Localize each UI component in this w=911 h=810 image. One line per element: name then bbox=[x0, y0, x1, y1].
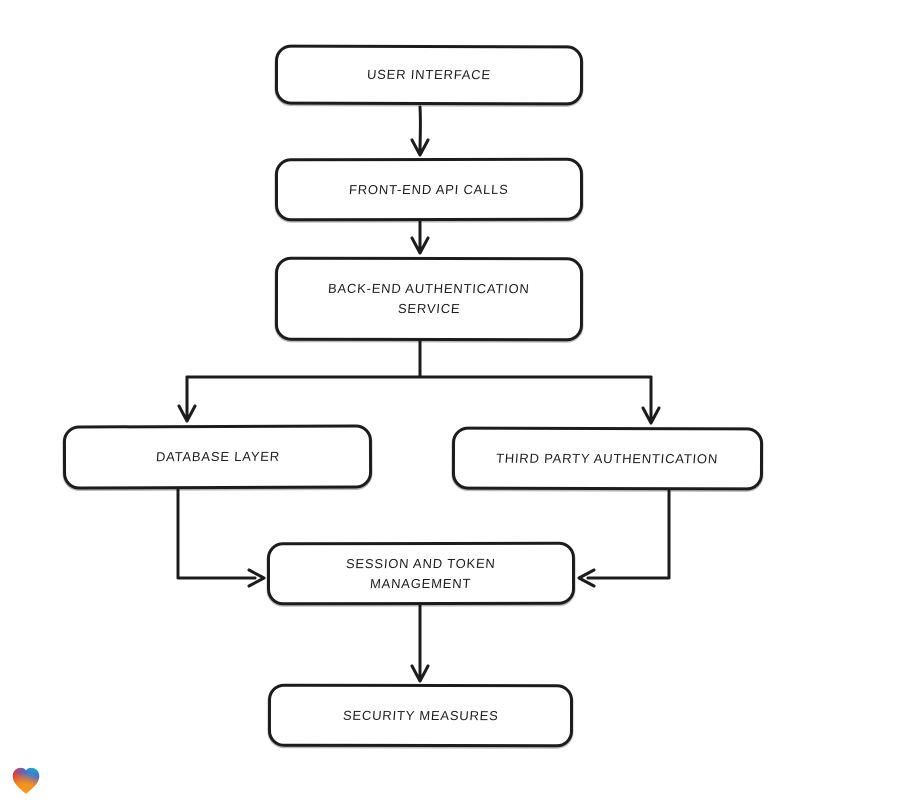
node-user-interface: USER INTERFACE bbox=[274, 44, 584, 106]
arrowhead-down-frontend bbox=[410, 138, 430, 157]
node-label: THIRD PARTY AUTHENTICATION bbox=[495, 450, 720, 466]
heart-gradient bbox=[12, 767, 40, 794]
heart-logo[interactable] bbox=[9, 763, 43, 798]
node-database-layer: DATABASE LAYER bbox=[62, 424, 373, 490]
node-label: USER INTERFACE bbox=[366, 66, 492, 83]
arrowhead-left-session bbox=[577, 568, 596, 588]
arrowhead-down-database bbox=[177, 404, 197, 423]
edge-database-to-session bbox=[176, 488, 257, 580]
arrowhead-right-session bbox=[247, 568, 266, 588]
node-label-line-2: MANAGEMENT bbox=[369, 575, 473, 591]
node-label: FRONT-END API CALLS bbox=[348, 181, 510, 197]
arrowhead-down-thirdparty bbox=[641, 406, 661, 425]
node-label-line-1: BACK-END AUTHENTICATION bbox=[327, 280, 531, 297]
arrowhead-down-security bbox=[410, 664, 430, 683]
arrowhead-down-backend bbox=[410, 236, 430, 255]
node-label: DATABASE LAYER bbox=[155, 448, 280, 465]
edge-thirdparty-to-session bbox=[586, 489, 671, 580]
node-session-and-token-management: SESSION AND TOKEN MANAGEMENT bbox=[266, 541, 576, 606]
node-third-party-authentication: THIRD PARTY AUTHENTICATION bbox=[451, 426, 764, 491]
node-security-measures: SECURITY MEASURES bbox=[267, 683, 574, 748]
edge-backend-branch bbox=[185, 339, 653, 379]
node-label-line-2: SERVICE bbox=[397, 300, 461, 317]
node-back-end-authentication-service: BACK-END AUTHENTICATION SERVICE bbox=[274, 256, 584, 342]
node-label-line-1: SESSION AND TOKEN bbox=[345, 555, 497, 571]
node-label: SECURITY MEASURES bbox=[342, 707, 499, 723]
node-front-end-api-calls: FRONT-END API CALLS bbox=[274, 157, 584, 222]
